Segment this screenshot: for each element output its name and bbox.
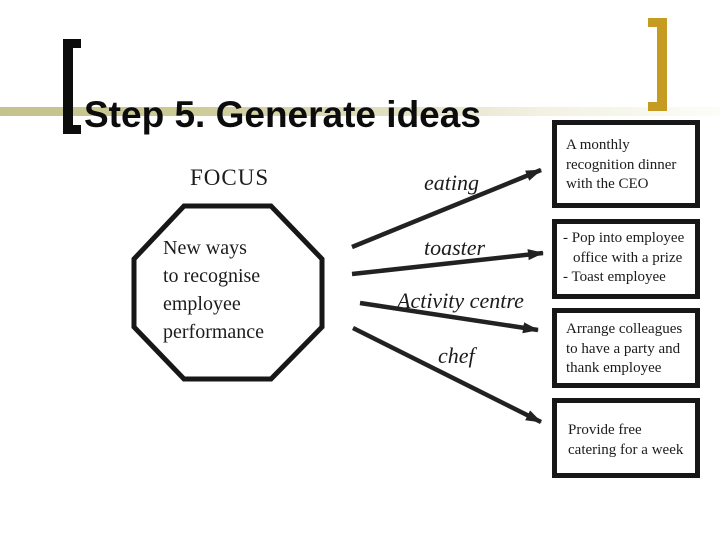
idea-label-eating: eating: [424, 170, 479, 195]
result-box-text: Arrange colleagues to have a party and t…: [566, 321, 683, 376]
right-bracket-decoration: [648, 18, 667, 111]
idea-label-activity-centre: Activity centre: [397, 288, 524, 313]
result-box-item: - Pop into employee office with a prize: [563, 230, 685, 266]
arrow-toaster: [351, 249, 544, 277]
title-underline-bar: [0, 107, 720, 116]
arrow-eating: [351, 167, 542, 250]
result-box-text: A monthly recognition dinner with the CE…: [566, 137, 677, 192]
focus-label: FOCUS: [190, 165, 270, 190]
arrow-chef: [351, 325, 543, 425]
octagon-line: to recognise: [163, 265, 261, 287]
result-box-item: - Toast employee: [563, 269, 666, 285]
octagon-line: employee: [163, 293, 241, 315]
result-box-pop-in-toast: - Pop into employee office with a prize …: [552, 219, 700, 299]
idea-label-chef: chef: [438, 343, 475, 368]
result-box-text: Provide free catering for a week: [568, 422, 684, 458]
focus-octagon-text: New ways to recognise employee performan…: [163, 234, 313, 346]
octagon-line: New ways: [163, 237, 247, 259]
left-bracket-decoration: [63, 39, 81, 134]
result-box-free-catering: Provide free catering for a week: [552, 398, 700, 478]
slide-title: Step 5. Generate ideas: [84, 93, 481, 135]
octagon-line: performance: [163, 321, 265, 343]
idea-label-toaster: toaster: [424, 235, 486, 260]
result-box-colleague-party: Arrange colleagues to have a party and t…: [552, 308, 700, 388]
focus-octagon: [131, 203, 325, 382]
arrow-activity-centre: [359, 300, 539, 334]
result-box-monthly-dinner: A monthly recognition dinner with the CE…: [552, 120, 700, 208]
